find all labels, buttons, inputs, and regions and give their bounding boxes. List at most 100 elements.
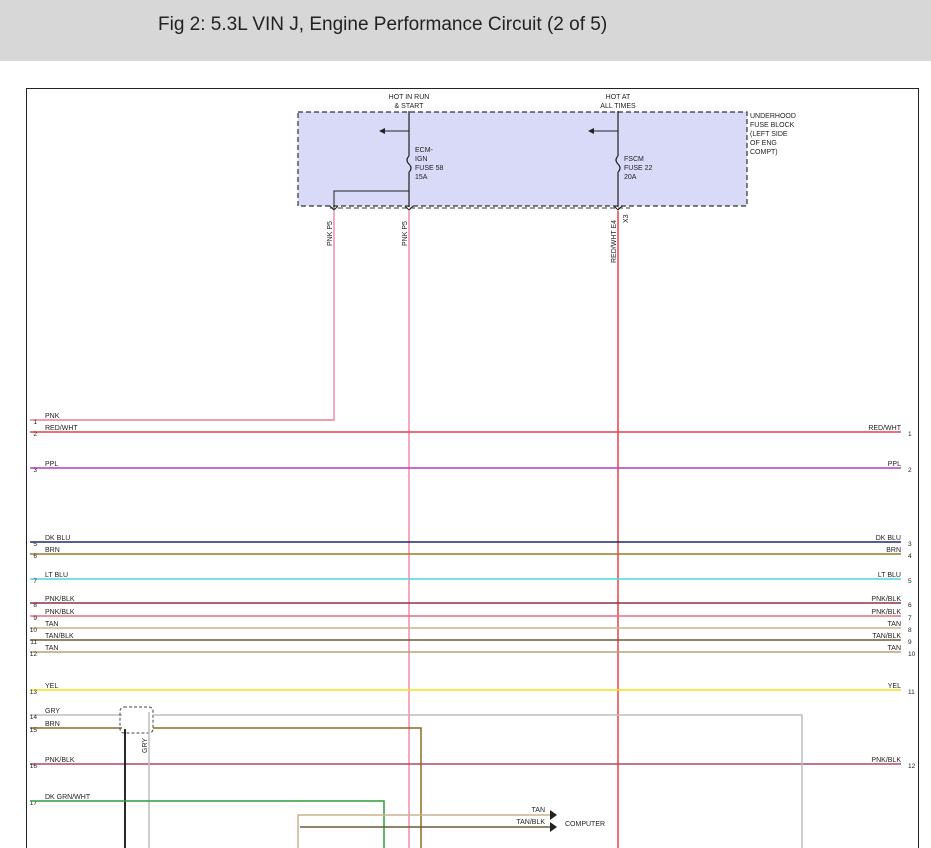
wire-left-pin: 17	[30, 800, 38, 807]
wire-left-pin: 9	[33, 615, 37, 622]
hot-all-times-label-2: ALL TIMES	[600, 103, 636, 110]
gry-vertical-label: GRY	[142, 738, 149, 753]
wire-right-label: PNK/BLK	[871, 596, 901, 603]
wire-left-pin: 7	[33, 578, 37, 585]
wire-left-label: TAN	[45, 645, 58, 652]
wire-left-label: TAN	[45, 621, 58, 628]
drop-label-x3: X3	[623, 214, 630, 223]
wire-right-pin: 6	[908, 602, 912, 609]
wire-left-label: GRY	[45, 708, 60, 715]
wire-right-label: PPL	[888, 461, 901, 468]
wire-left-pin: 15	[30, 727, 38, 734]
wire-right-pin: 11	[908, 689, 915, 696]
brn-drop-wire	[153, 727, 422, 848]
drop-label-red-wht-e4: RED/WHT E4	[611, 220, 618, 263]
fuse-block-label-5: COMPT)	[750, 149, 778, 156]
wire-left-pin: 12	[30, 651, 38, 658]
fuse-block-label-4: OF ENG	[750, 140, 777, 147]
fuse58-label-3: FUSE 58	[415, 165, 444, 172]
wire-right-pin: 1	[908, 431, 912, 438]
drop-label-pnk-p5-b: PNK P5	[402, 221, 409, 246]
gry-return-wire	[153, 714, 803, 848]
wire-left-label: BRN	[45, 547, 60, 554]
wire-right-pin: 5	[908, 578, 912, 585]
wire-left-label: TAN/BLK	[45, 633, 74, 640]
wire-left-pin: 13	[30, 689, 38, 696]
wire-right-label: TAN/BLK	[872, 633, 901, 640]
tan-blk-computer-label: TAN/BLK	[516, 819, 545, 826]
wire-right-label: YEL	[888, 683, 901, 690]
wire-left-pin: 3	[33, 467, 37, 474]
wire-left-pin: 5	[33, 541, 37, 548]
connector-p5-b-icon	[404, 205, 414, 211]
underhood-fuse-block	[297, 111, 748, 207]
fuse58-label-2: IGN	[415, 156, 427, 163]
wire-left-label: LT BLU	[45, 572, 68, 579]
wire-left-label: PNK/BLK	[45, 596, 75, 603]
tan-computer-label: TAN	[532, 807, 545, 814]
wire-right-pin: 4	[908, 553, 912, 560]
hot-all-times-label-1: HOT AT	[606, 94, 631, 101]
wire-right-label: TAN	[888, 645, 901, 652]
fuse22-icon	[615, 155, 621, 173]
wire-left-label: YEL	[45, 683, 58, 690]
wire-right-pin: 8	[908, 627, 912, 634]
fuse58-label-4: 15A	[415, 174, 428, 181]
wire-left-label: RED/WHT	[45, 425, 78, 432]
fuse22-label-1: FSCM	[624, 156, 644, 163]
fuse58-branch-line	[333, 190, 409, 207]
arrow-right-icon	[588, 128, 594, 134]
wire-left-label: DK BLU	[45, 535, 70, 542]
wire-right-label: PNK/BLK	[871, 609, 901, 616]
wire-left-pin: 2	[33, 431, 37, 438]
dk-grn-wht-drop-wire	[30, 800, 385, 848]
wire-left-label: BRN	[45, 721, 60, 728]
drop-label-pnk-p5-a: PNK P5	[327, 221, 334, 246]
wire-left-label: PNK	[45, 413, 60, 420]
tan-blk-connector-icon	[550, 822, 557, 832]
wire-right-label: DK BLU	[876, 535, 901, 542]
fuse22-label-2: FUSE 22	[624, 165, 653, 172]
connector-p5-a-icon	[329, 205, 339, 211]
fuse-block-label-1: UNDERHOOD	[750, 113, 796, 120]
wire-right-label: LT BLU	[878, 572, 901, 579]
wire-right-label: PNK/BLK	[871, 757, 901, 764]
fuse22-label-3: 20A	[624, 174, 637, 181]
figure-title: Fig 2: 5.3L VIN J, Engine Performance Ci…	[158, 14, 608, 35]
figure-header: Fig 2: 5.3L VIN J, Engine Performance Ci…	[0, 0, 931, 61]
arrow-left-icon	[379, 128, 385, 134]
wire-right-pin: 9	[908, 639, 912, 646]
connector-e4-icon	[613, 205, 623, 211]
wire-right-pin: 12	[908, 763, 916, 770]
fuse-block-label-2: FUSE BLOCK	[750, 122, 795, 129]
wire-right-label: RED/WHT	[868, 425, 901, 432]
wire-left-label: PNK/BLK	[45, 757, 75, 764]
wire-right-pin: 7	[908, 615, 912, 622]
fuse-block-label-3: (LEFT SIDE	[750, 131, 788, 138]
wire-right-pin: 3	[908, 541, 912, 548]
pnk-feed-wire	[30, 211, 335, 421]
fuse58-icon	[406, 155, 412, 173]
wire-left-pin: 1	[33, 419, 37, 426]
wire-left-label: PPL	[45, 461, 58, 468]
tan-computer-wire	[297, 814, 550, 848]
wire-left-label: DK GRN/WHT	[45, 794, 91, 801]
wire-left-pin: 10	[30, 627, 38, 634]
tan-connector-icon	[550, 810, 557, 820]
wiring-diagram: HOT IN RUN & START HOT AT ALL TIMES UNDE…	[26, 88, 919, 848]
twisted-pair-enclosure	[119, 706, 154, 734]
computer-label: COMPUTER	[565, 821, 605, 828]
wire-left-pin: 6	[33, 553, 37, 560]
diagram-frame	[26, 88, 919, 848]
hot-run-start-label-2: & START	[395, 103, 425, 110]
hot-run-start-label-1: HOT IN RUN	[389, 94, 430, 101]
wire-right-label: TAN	[888, 621, 901, 628]
wire-right-pin: 10	[908, 651, 916, 658]
wire-right-label: BRN	[886, 547, 901, 554]
fuse58-label-1: ECM-	[415, 147, 434, 154]
wire-left-pin: 8	[33, 602, 37, 609]
wire-left-label: PNK/BLK	[45, 609, 75, 616]
wire-left-pin: 16	[30, 763, 38, 770]
wire-left-pin: 11	[30, 639, 37, 646]
